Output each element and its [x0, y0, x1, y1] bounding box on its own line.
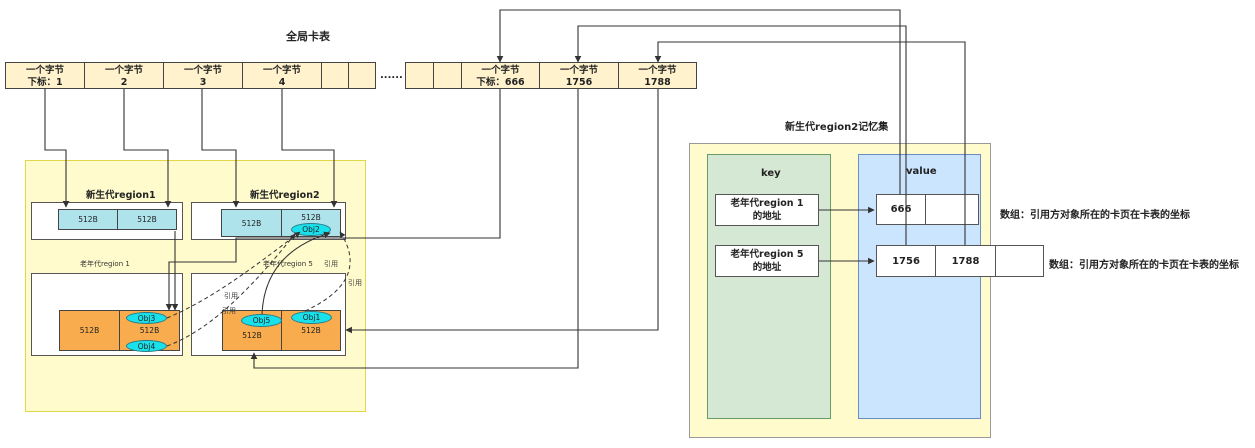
card-cell-label: 一个字节 [25, 65, 64, 76]
ref-label: 引用 [224, 292, 238, 300]
card-cell-empty [433, 62, 462, 89]
card-cell-index: 下标：666 [476, 77, 525, 88]
card-cell-empty [348, 62, 376, 89]
obj2-ellipse: Obj2 [291, 223, 331, 236]
card-cell-label: 一个字节 [559, 65, 598, 76]
obj3-ellipse: Obj3 [126, 312, 167, 324]
card-cell-4: 一个字节 4 [242, 62, 322, 89]
card-cell-2: 一个字节 2 [84, 62, 164, 89]
card-cell-label: 一个字节 [638, 65, 677, 76]
card-cell-label: 一个字节 [183, 65, 222, 76]
card-cell-1: 一个字节 下标：1 [5, 62, 85, 89]
key-label: 老年代region 1 [730, 198, 804, 209]
card-cell-index: 4 [278, 77, 286, 88]
young-region1-block-2: 512B [117, 209, 177, 230]
key-label: 老年代region 5 [730, 249, 804, 260]
key-old-region5: 老年代region 5 的地址 [715, 245, 819, 277]
value-note-1: 数组：引用方对象所在的卡页在卡表的坐标 [1000, 210, 1190, 221]
obj4-ellipse: Obj4 [126, 340, 167, 352]
card-table-ellipsis: ...... [380, 70, 403, 81]
card1788-to-old5 [345, 89, 659, 334]
card-cell-label: 一个字节 [104, 65, 143, 76]
value-empty [925, 194, 979, 225]
card-cell-1756: 一个字节 1756 [539, 62, 619, 89]
card-cell-index: 3 [199, 77, 207, 88]
value-1788: 1788 [935, 245, 996, 277]
value-note-2: 数组：引用方对象所在的卡页在卡表的坐标 [1049, 260, 1239, 271]
young-region1-block-1: 512B [58, 209, 118, 230]
value-header: value [906, 166, 937, 177]
card-table-title: 全局卡表 [286, 30, 330, 43]
old-region1-block-1: 512B [59, 310, 120, 351]
key-label: 的地址 [752, 262, 782, 273]
card-cell-empty [321, 62, 349, 89]
young-region2-block-1: 512B [221, 209, 282, 237]
card-cell-666: 一个字节 下标：666 [461, 62, 540, 89]
remembered-set-title: 新生代region2记忆集 [785, 122, 889, 133]
value-empty [995, 245, 1044, 277]
card-cell-index: 下标：1 [27, 77, 63, 88]
key-header: key [761, 168, 781, 179]
obj1-ellipse: Obj1 [291, 311, 332, 324]
obj5-ellipse: Obj5 [241, 314, 282, 327]
old-region5-title: 老年代region 5 [263, 260, 313, 268]
key-old-region1: 老年代region 1 的地址 [715, 194, 819, 226]
value-1756: 1756 [876, 245, 936, 277]
card-cell-index: 2 [120, 77, 128, 88]
card-cell-1788: 一个字节 1788 [618, 62, 697, 89]
ref-label: 引用 [222, 307, 236, 315]
card-cell-index: 1756 [565, 77, 593, 88]
card-cell-index: 1788 [644, 77, 671, 88]
ref-label: 引用 [324, 260, 338, 268]
young-region1-title: 新生代region1 [86, 190, 156, 201]
card-cell-label: 一个字节 [262, 65, 301, 76]
card-cell-empty [405, 62, 434, 89]
value-666: 666 [876, 194, 926, 225]
ref-label: 引用 [348, 279, 362, 287]
key-label: 的地址 [752, 211, 782, 222]
card-cell-3: 一个字节 3 [163, 62, 243, 89]
young-region2-title: 新生代region2 [250, 190, 320, 201]
old-region1-title: 老年代region 1 [80, 260, 130, 268]
card-cell-label: 一个字节 [481, 65, 520, 76]
